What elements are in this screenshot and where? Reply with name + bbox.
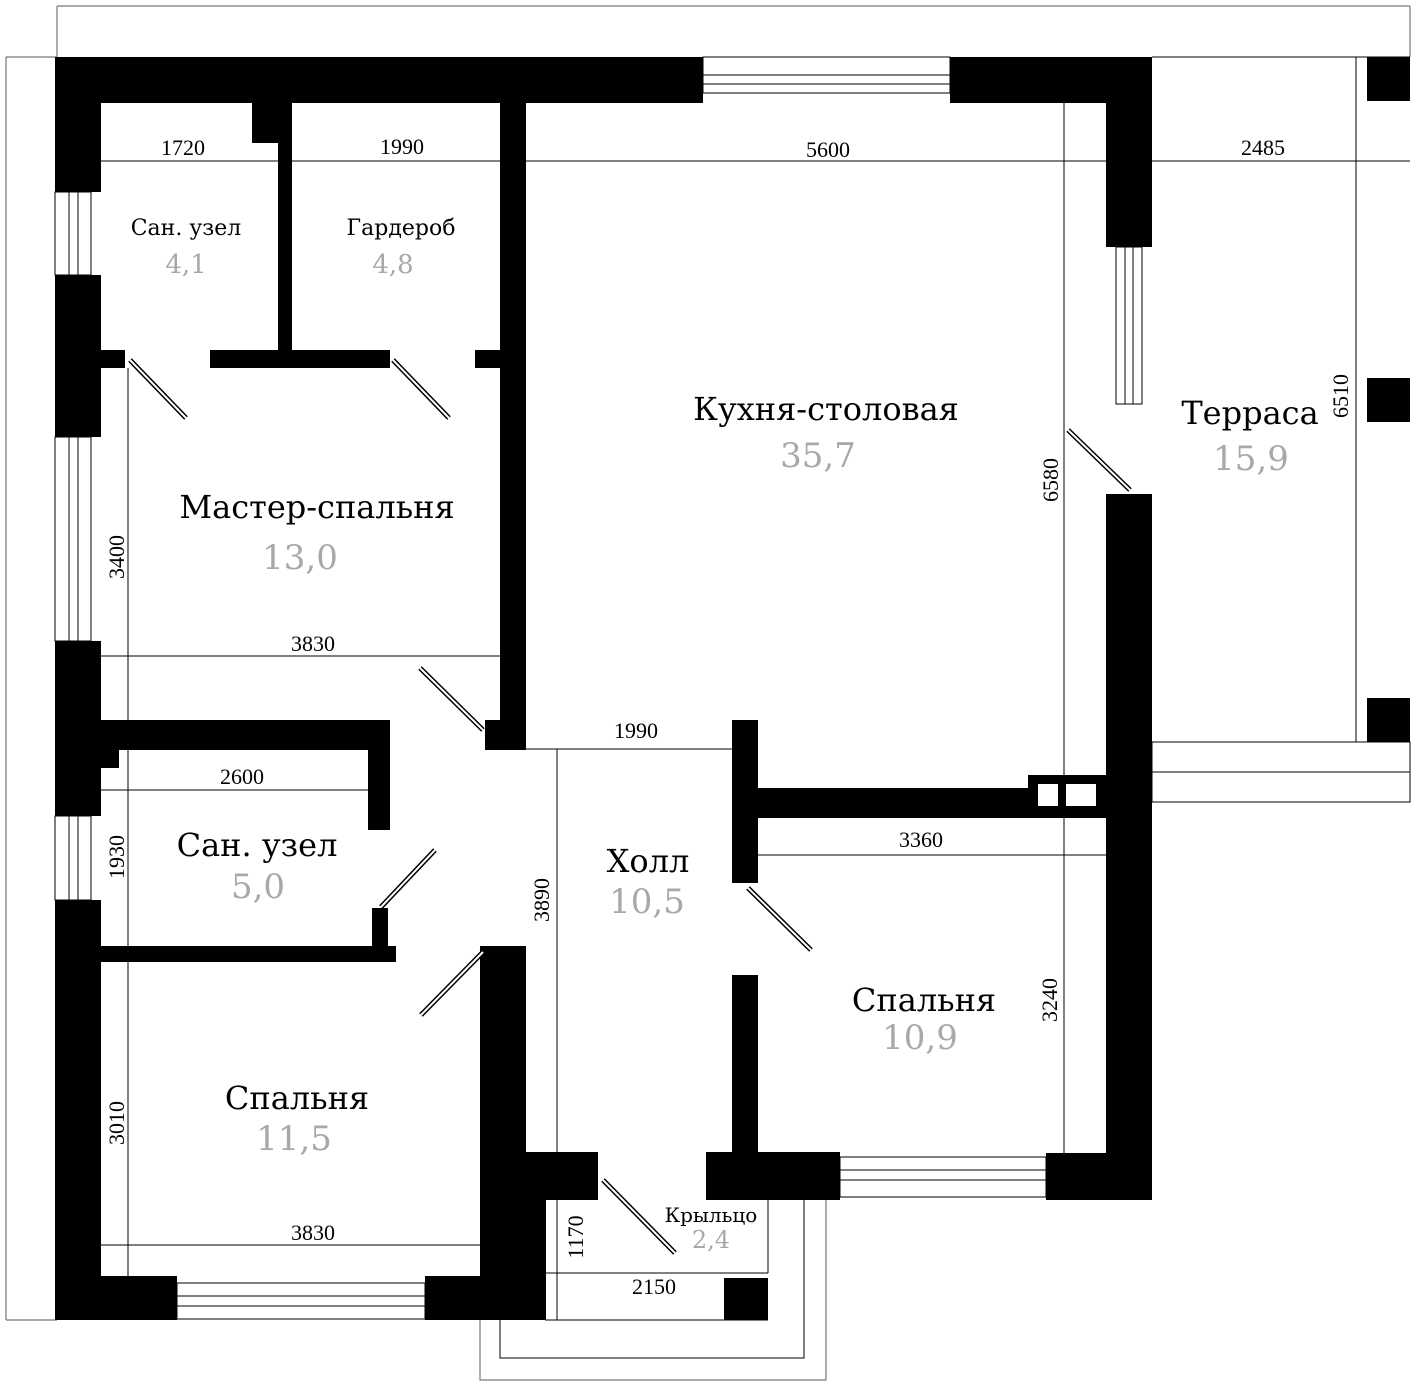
room-name-master: Мастер-спальня	[179, 488, 454, 526]
room-name-terrace: Терраса	[1181, 394, 1318, 432]
dim-kitchen-width: 5600	[806, 137, 850, 162]
room-area-hall: 10,5	[609, 882, 685, 922]
room-name-bedroom2: Спальня	[852, 981, 996, 1019]
dim-terrace-height: 6510	[1328, 374, 1353, 418]
dim-bath1-width: 1720	[161, 135, 205, 160]
doors	[128, 358, 1132, 1255]
dim-hall-height: 3890	[529, 878, 554, 922]
room-area-bath2: 5,0	[231, 867, 285, 907]
room-name-hall: Холл	[607, 842, 690, 880]
dim-master-height: 3400	[104, 535, 129, 579]
dim-wardrobe-width: 1990	[380, 134, 424, 159]
room-area-porch: 2,4	[692, 1226, 730, 1254]
room-area-bedroom1: 11,5	[256, 1119, 332, 1159]
walls	[55, 57, 1152, 1320]
dim-bedroom1-width: 3830	[291, 1220, 335, 1245]
dimension-lines	[101, 103, 1410, 1320]
dim-hall-width: 1990	[614, 718, 658, 743]
dim-porch-height: 1170	[563, 1215, 588, 1258]
outer-dimension-lines	[5, 5, 1411, 1321]
room-name-bath2: Сан. узел	[177, 826, 338, 864]
room-name-bedroom1: Спальня	[225, 1079, 369, 1117]
dim-kitchen-height: 6580	[1038, 458, 1063, 502]
room-area-terrace: 15,9	[1213, 439, 1289, 479]
room-area-bath1: 4,1	[165, 250, 206, 280]
room-area-wardrobe: 4,8	[372, 250, 413, 280]
dimension-labels: 1720 1990 5600 2485 6510 6580 3400 3830 …	[104, 134, 1353, 1299]
room-name-wardrobe: Гардероб	[347, 216, 456, 241]
room-area-master: 13,0	[262, 538, 338, 578]
dim-master-width: 3830	[291, 631, 335, 656]
windows	[54, 56, 1143, 1320]
room-labels: Сан. узел 4,1 Гардероб 4,8 Кухня-столова…	[131, 216, 1319, 1254]
room-area-kitchen: 35,7	[780, 436, 856, 476]
dim-bedroom2-width: 3360	[899, 827, 943, 852]
dim-bath2-width: 2600	[220, 764, 264, 789]
dim-bath2-height: 1930	[104, 835, 129, 879]
room-name-kitchen: Кухня-столовая	[693, 390, 959, 428]
dim-porch-width: 2150	[632, 1274, 676, 1299]
dim-bedroom2-height: 3240	[1037, 978, 1062, 1022]
room-area-bedroom2: 10,9	[882, 1018, 958, 1058]
room-name-porch: Крыльцо	[665, 1203, 758, 1227]
room-name-bath1: Сан. узел	[131, 216, 242, 241]
dim-bedroom1-height: 3010	[104, 1101, 129, 1145]
porch-steps	[479, 1198, 827, 1381]
dim-terrace-width: 2485	[1241, 135, 1285, 160]
